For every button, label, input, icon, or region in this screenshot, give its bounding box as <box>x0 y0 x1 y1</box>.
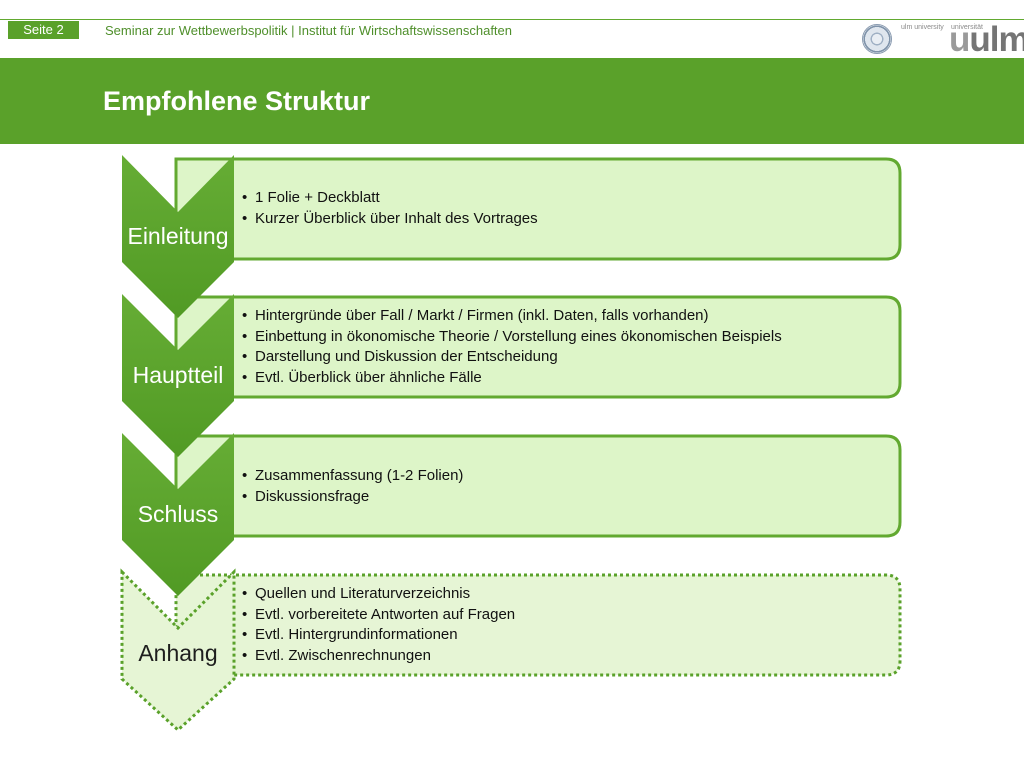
logo-caption-left: ulm university <box>901 24 944 31</box>
section-box-schluss <box>174 434 902 538</box>
chevron-hauptteil <box>122 294 234 457</box>
chevron-einleitung <box>122 155 234 318</box>
list-item: Hintergründe über Fall / Markt / Firmen … <box>240 306 782 327</box>
stage-label-schluss: Schluss <box>137 501 219 527</box>
bullet-list-hauptteil: Hintergründe über Fall / Markt / Firmen … <box>240 306 782 389</box>
list-item: Darstellung und Diskussion der Entscheid… <box>240 347 782 368</box>
stage-label-einleitung: Einleitung <box>127 223 229 249</box>
header-title: Seminar zur Wettbewerbspolitik | Institu… <box>105 23 513 38</box>
header-rule <box>0 19 1024 20</box>
university-seal-icon <box>862 24 892 54</box>
list-item: Zusammenfassung (1-2 Folien) <box>240 466 463 487</box>
list-item: Evtl. Überblick über ähnliche Fälle <box>240 368 782 389</box>
slide-title: Empfohlene Struktur <box>103 86 371 116</box>
logo-wordmark: uulm <box>949 22 1024 58</box>
title-banner <box>0 58 1024 144</box>
list-item: Einbettung in ökonomische Theorie / Vors… <box>240 327 782 348</box>
list-item: 1 Folie + Deckblatt <box>240 188 538 209</box>
stage-label-hauptteil: Hauptteil <box>132 362 224 388</box>
chevron-schluss <box>122 433 234 596</box>
logo-wordmark-prefix: u <box>949 20 970 59</box>
logo-caption-right: universität <box>951 24 983 31</box>
chevron-anhang <box>120 568 236 733</box>
bullet-list-schluss: Zusammenfassung (1-2 Folien) Diskussions… <box>240 466 463 507</box>
logo-wordmark-main: ulm <box>969 20 1024 59</box>
bullet-list-anhang: Quellen und Literaturverzeichnis Evtl. v… <box>240 584 515 667</box>
bullet-list-einleitung: 1 Folie + Deckblatt Kurzer Überblick übe… <box>240 188 538 229</box>
list-item: Evtl. Hintergrundinformationen <box>240 625 515 646</box>
list-item: Quellen und Literaturverzeichnis <box>240 584 515 605</box>
stage-label-anhang: Anhang <box>138 640 218 666</box>
section-box-einleitung <box>174 157 902 261</box>
list-item: Diskussionsfrage <box>240 487 463 508</box>
list-item: Kurzer Überblick über Inhalt des Vortrag… <box>240 209 538 230</box>
list-item: Evtl. Zwischenrechnungen <box>240 646 515 667</box>
page-number-badge: Seite 2 <box>8 21 79 39</box>
list-item: Evtl. vorbereitete Antworten auf Fragen <box>240 605 515 626</box>
